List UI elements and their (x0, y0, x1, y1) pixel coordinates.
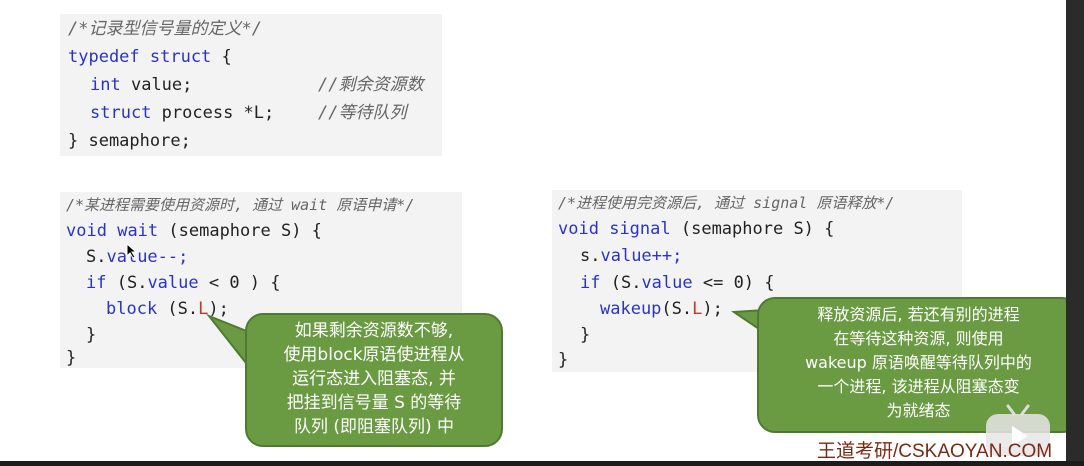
mouse-cursor-icon (126, 243, 138, 259)
code-line: if (S.value <= 0) { (580, 273, 775, 293)
wait-primitive-code: /*某进程需要使用资源时, 通过 wait 原语申请*/ void wait (… (60, 192, 462, 368)
code-line: void signal (semaphore S) { (558, 219, 835, 239)
code-line: } semaphore; (68, 131, 191, 151)
code-comment: //等待队列 (318, 103, 407, 123)
window-edge (1066, 0, 1084, 466)
semaphore-definition-code: /*记录型信号量的定义*/ typedef struct { int value… (60, 14, 442, 156)
code-comment: /*记录型信号量的定义*/ (68, 19, 262, 39)
code-line: } (558, 350, 569, 370)
signal-primitive-code: /*进程使用完资源后, 通过 signal 原语释放*/ void signal… (552, 190, 962, 372)
code-comment: /*某进程需要使用资源时, 通过 wait 原语申请*/ (66, 196, 415, 214)
code-line: typedef struct { (68, 47, 232, 67)
code-line: void wait (semaphore S) { (66, 221, 322, 241)
tv-logo-icon (986, 404, 1050, 456)
code-comment: /*进程使用完资源后, 通过 signal 原语释放*/ (558, 194, 895, 212)
code-line: if (S.value < 0 ) { (86, 273, 281, 293)
code-line: int value; (90, 75, 193, 95)
code-line: } (66, 348, 77, 368)
code-line: struct process *L; (90, 103, 275, 123)
code-line: s.value++; (580, 246, 683, 266)
code-line: } (580, 325, 591, 345)
code-line: } (86, 325, 97, 345)
watermark: 王道考研/CSKAOYAN.COM (817, 441, 1053, 462)
code-line: block (S.L); (106, 299, 229, 319)
callout-wakeup-explanation: 释放资源后, 若还有别的进程 在等待这种资源, 则使用 wakeup 原语唤醒等… (757, 297, 1080, 433)
code-comment: //剩余资源数 (318, 75, 424, 95)
callout-block-explanation: 如果剩余资源数不够, 使用block原语使进程从 运行态进入阻塞态, 并 把挂到… (245, 313, 503, 447)
bottom-bar (0, 461, 1084, 466)
code-line: wakeup(S.L); (600, 299, 723, 319)
